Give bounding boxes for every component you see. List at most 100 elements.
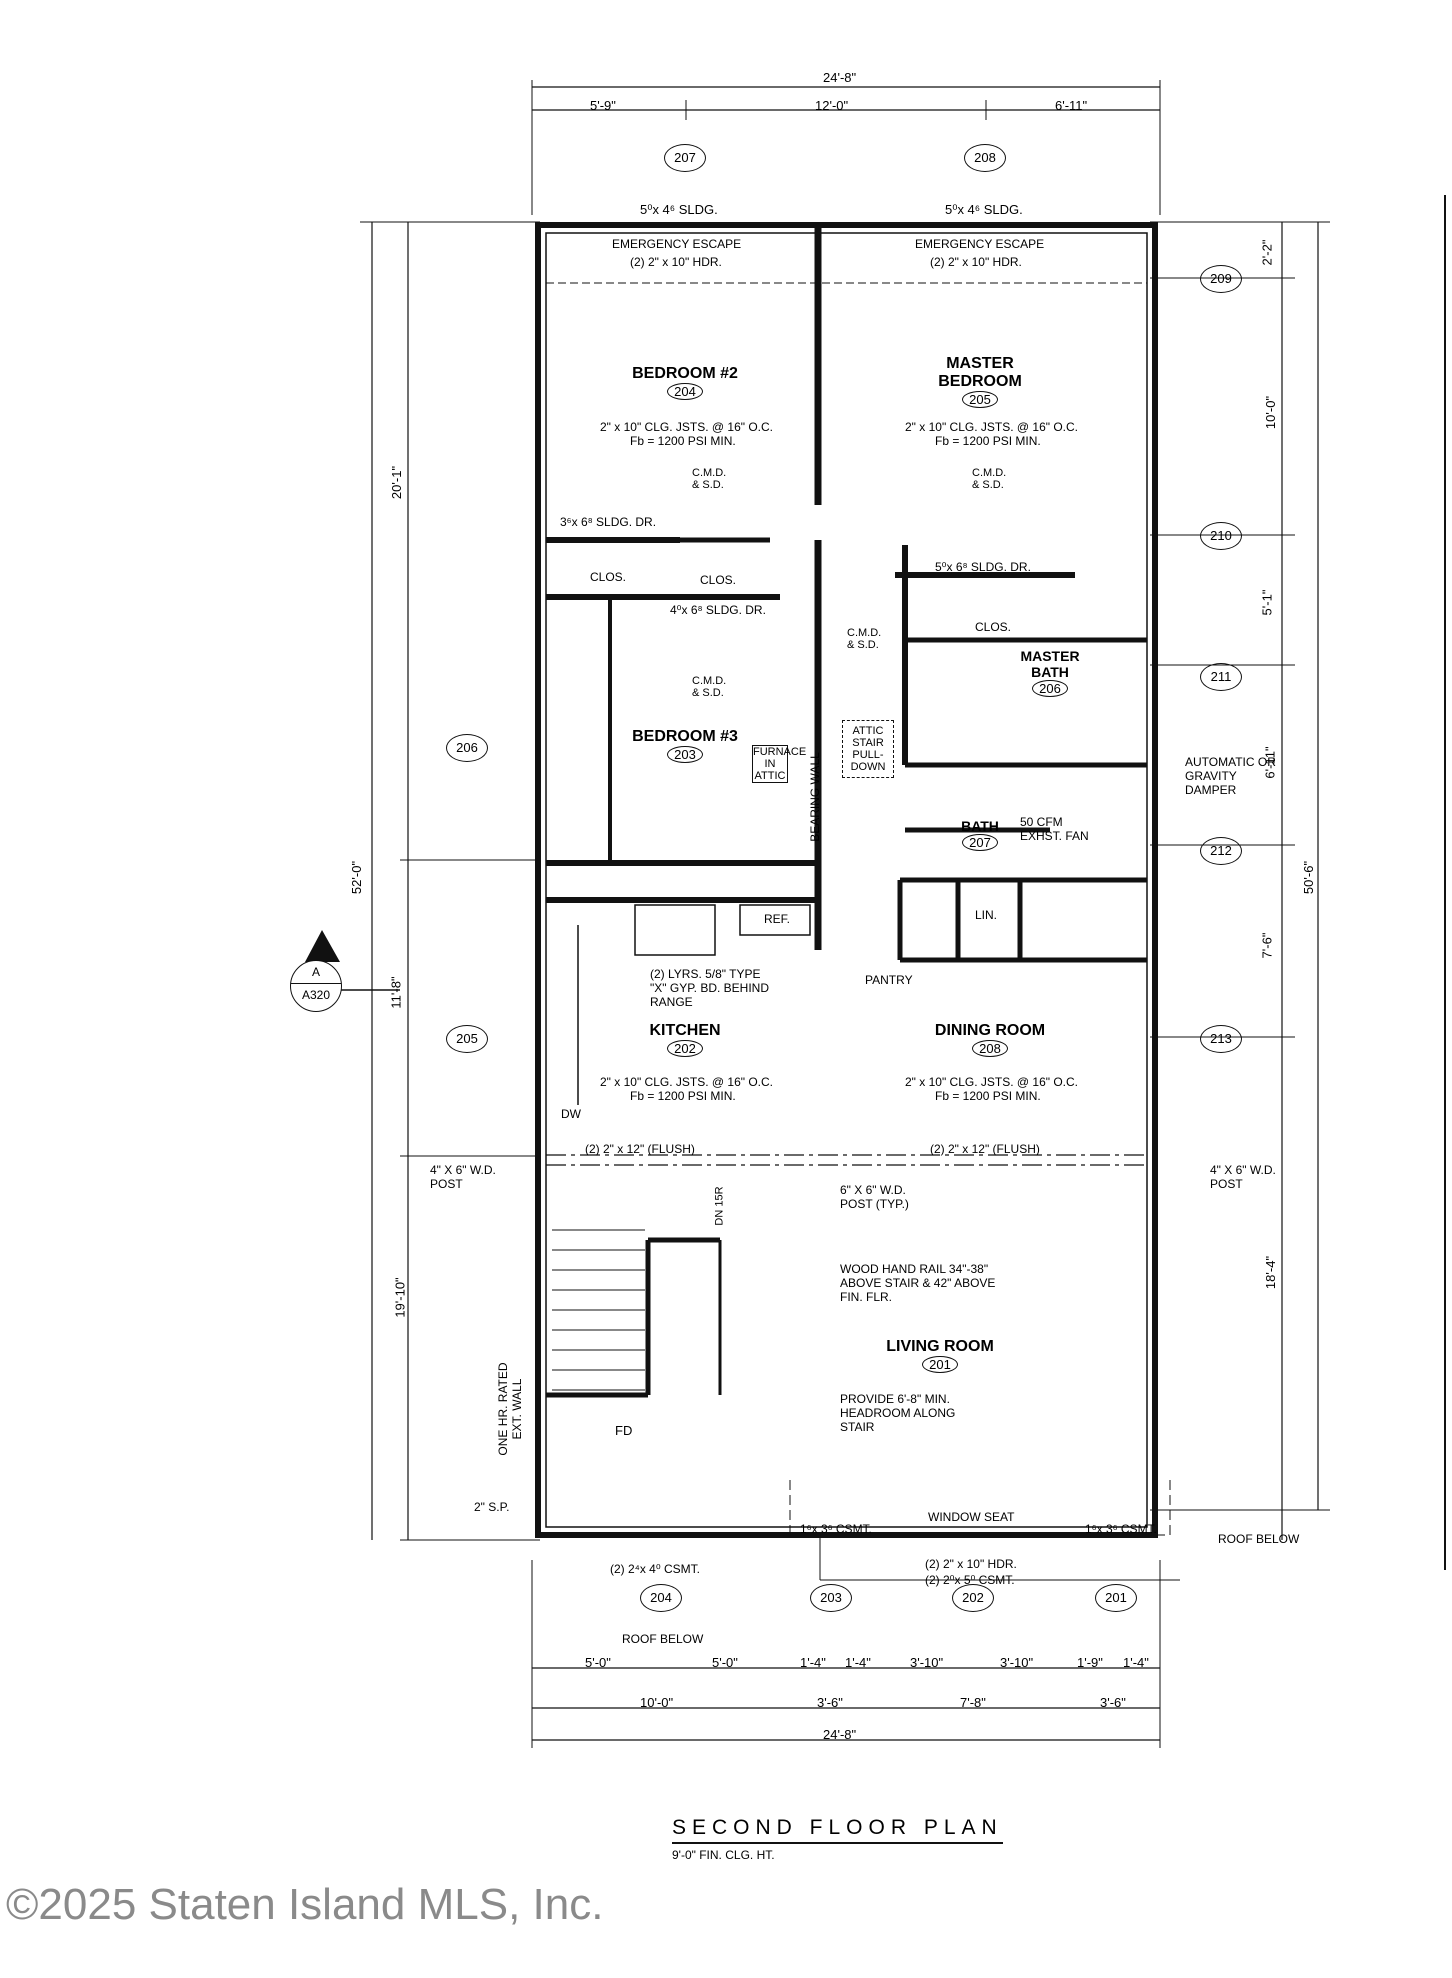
fb-text: Fb = 1200 PSI MIN. (630, 434, 736, 448)
joist-note-mbr: 2" x 10" CLG. JSTS. @ 16" O.C. Fb = 1200… (905, 420, 1085, 448)
cmd-sd-2: C.M.D. & S.D. (972, 467, 1007, 491)
room-number: 205 (962, 391, 998, 408)
dim-right-2: 10'-0" (1263, 395, 1279, 430)
post-center: 6" X 6" W.D. POST (TYP.) (840, 1183, 909, 1211)
plan-title: SECOND FLOOR PLAN (672, 1816, 1003, 1844)
room-name: LIVING ROOM (886, 1338, 994, 1355)
room-number: 204 (667, 383, 703, 400)
dim-row1-d: 1'-4" (845, 1655, 871, 1670)
room-kitchen: KITCHEN 202 (635, 1022, 735, 1058)
dim-right-4: 6'-11" (1262, 746, 1278, 779)
tag-211: 211 (1200, 663, 1242, 691)
tag-206: 206 (446, 734, 488, 762)
csmt-16-b: 1⁶x 3⁶ CSMT. (1085, 1522, 1157, 1536)
dw-note: DW (561, 1107, 581, 1121)
dim-row1-c: 1'-4" (800, 1655, 826, 1670)
sldg-window-1: 5⁰x 4⁶ SLDG. (640, 202, 718, 217)
tag-208: 208 (964, 144, 1006, 172)
dim-row1-e: 3'-10" (910, 1655, 944, 1670)
room-number: 202 (667, 1040, 703, 1057)
dim-bottom-d: 3'-6" (1100, 1695, 1126, 1710)
tag-204: 204 (640, 1584, 682, 1612)
tag-213: 213 (1200, 1025, 1242, 1053)
dim-right-outer: 50'-6" (1301, 860, 1317, 895)
dim-row1-g: 1'-9" (1077, 1655, 1103, 1670)
fb-text: Fb = 1200 PSI MIN. (630, 1089, 736, 1103)
room-bedroom-3: BEDROOM #3 203 (615, 728, 755, 764)
joist-text: 2" x 10" CLG. JSTS. @ 16" O.C. (600, 420, 774, 434)
headroom-note: PROVIDE 6'-8" MIN. HEADROOM ALONG STAIR (840, 1392, 956, 1434)
tag-203: 203 (810, 1584, 852, 1612)
dim-overall-top: 24'-8" (823, 70, 857, 85)
dim-right-5: 7'-6" (1259, 932, 1275, 959)
joist-text: 2" x 10" CLG. JSTS. @ 16" O.C. (600, 1075, 774, 1089)
dim-left-outer: 52'-0" (349, 860, 365, 895)
clos-2: CLOS. (700, 573, 737, 587)
tag-207: 207 (664, 144, 706, 172)
dim-top-2: 12'-0" (815, 98, 849, 113)
joist-note-kit: 2" x 10" CLG. JSTS. @ 16" O.C. Fb = 1200… (600, 1075, 780, 1103)
attic-stair: ATTIC STAIR PULL-DOWN (842, 720, 894, 778)
room-number: 201 (922, 1356, 958, 1373)
room-master-bath: MASTER BATH 206 (1005, 648, 1095, 698)
gyp-note: (2) LYRS. 5/8" TYPE "X" GYP. BD. BEHIND … (650, 967, 769, 1009)
room-name: BEDROOM #3 (632, 728, 738, 745)
cmd-sd-3: C.M.D. & S.D. (847, 627, 882, 651)
csmt-20: (2) 2⁰x 5⁰ CSMT. (925, 1573, 1015, 1587)
joist-text: 2" x 10" CLG. JSTS. @ 16" O.C. (905, 420, 1079, 434)
dim-row1-h: 1'-4" (1123, 1655, 1149, 1670)
room-name: BEDROOM #2 (632, 365, 738, 382)
room-number: 206 (1032, 680, 1068, 697)
ref-note: REF. (764, 912, 791, 926)
dim-bottom-c: 7'-8" (960, 1695, 986, 1710)
dim-right-1: 2'-2" (1259, 239, 1275, 266)
dim-row1-a: 5'-0" (585, 1655, 611, 1670)
room-bath: BATH 207 (940, 818, 1020, 852)
dim-left-1: 20'-1" (389, 465, 405, 500)
escape-2: EMERGENCY ESCAPE (915, 237, 1045, 251)
clos-1: CLOS. (590, 570, 627, 584)
post-right: 4" X 6" W.D. POST (1210, 1163, 1276, 1191)
window-seat: WINDOW SEAT (928, 1510, 1015, 1524)
dim-row1-f: 3'-10" (1000, 1655, 1034, 1670)
sldg-dr-36: 3⁶x 6⁸ SLDG. DR. (560, 515, 657, 529)
tag-202: 202 (952, 1584, 994, 1612)
tag-201: 201 (1095, 1584, 1137, 1612)
clos-3: CLOS. (975, 620, 1012, 634)
fb-text: Fb = 1200 PSI MIN. (935, 1089, 1041, 1103)
dim-right-6: 18'-4" (1263, 1255, 1279, 1290)
dn-note: DN 15R (713, 1186, 726, 1226)
tag-209: 209 (1200, 265, 1242, 293)
roof-below-right: ROOF BELOW (1218, 1532, 1300, 1546)
sp-note: 2" S.P. (474, 1500, 510, 1514)
bearing-wall: BEARING WALL (807, 752, 822, 842)
tag-212: 212 (1200, 837, 1242, 865)
plan-subtitle: 9'-0" FIN. CLG. HT. (672, 1848, 775, 1862)
dim-bottom-b: 3'-6" (817, 1695, 843, 1710)
sldg-dr-50: 5⁰x 6⁸ SLDG. DR. (935, 560, 1031, 574)
room-name: KITCHEN (649, 1022, 721, 1039)
hdr-1: (2) 2" x 10" HDR. (630, 255, 722, 269)
tag-210: 210 (1200, 522, 1242, 550)
cmd-sd-1: C.M.D. & S.D. (692, 467, 727, 491)
joist-note-br2: 2" x 10" CLG. JSTS. @ 16" O.C. Fb = 1200… (600, 420, 780, 448)
room-bedroom-2: BEDROOM #2 204 (620, 365, 750, 401)
joist-text: 2" x 10" CLG. JSTS. @ 16" O.C. (905, 1075, 1079, 1089)
dim-left-3: 19'-10" (392, 1277, 408, 1318)
room-master-bedroom: MASTER BEDROOM 205 (905, 355, 1055, 409)
hdr-bay: (2) 2" x 10" HDR. (925, 1557, 1017, 1571)
handrail-note: WOOD HAND RAIL 34"-38" ABOVE STAIR & 42"… (840, 1262, 996, 1304)
room-number: 207 (962, 834, 998, 851)
dim-bottom-a: 10'-0" (640, 1695, 674, 1710)
mls-watermark: ©2025 Staten Island MLS, Inc. (6, 1880, 604, 1929)
lin-note: LIN. (975, 908, 998, 922)
tag-205: 205 (446, 1025, 488, 1053)
dim-left-2: 11'-8" (388, 976, 404, 1009)
dim-top-1: 5'-9" (590, 98, 616, 113)
furnace: FURNACE IN ATTIC (752, 745, 807, 783)
fd-note: FD (615, 1423, 633, 1438)
room-name: BATH (961, 818, 999, 834)
room-number: 208 (972, 1040, 1008, 1057)
room-living: LIVING ROOM 201 (870, 1338, 1010, 1374)
